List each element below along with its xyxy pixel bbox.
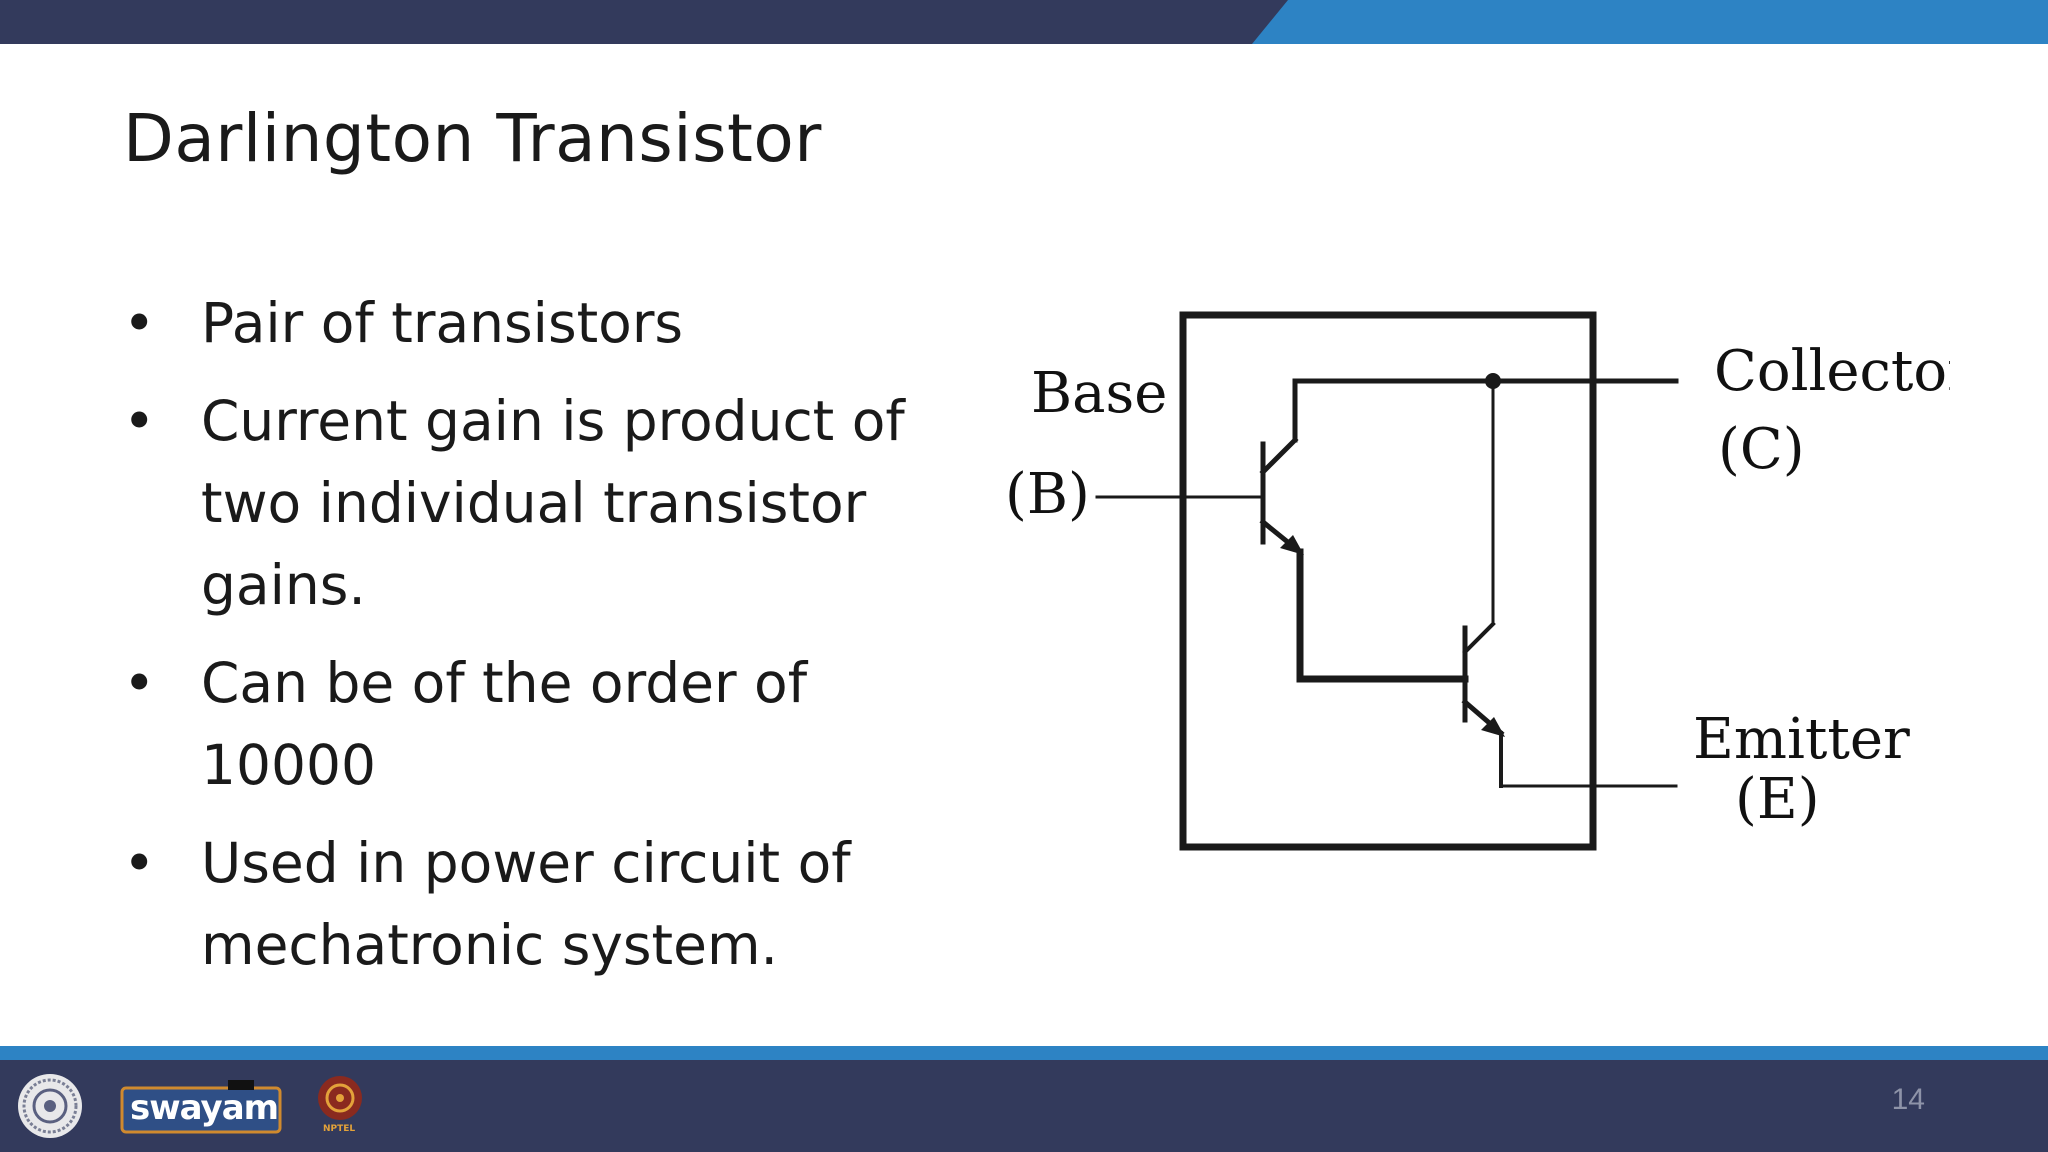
t1-collector-arm (1259, 436, 1299, 476)
t2-collector-arm (1462, 621, 1496, 655)
bullet-item: Can be of the order of 10000 (123, 642, 963, 806)
footer-accent-strip (0, 1046, 2048, 1060)
base-label: Base (1031, 361, 1167, 426)
collector-junction-dot (1485, 373, 1501, 389)
bullet-item: Current gain is product of two individua… (123, 380, 963, 626)
collector-label: Collector (1714, 339, 1950, 404)
swayam-logo: swayam (120, 1080, 282, 1136)
darlington-circuit-diagram: Base (B) Collector (C) Emitter (E) (1005, 311, 1950, 851)
package-box (1179, 311, 1597, 851)
collector-symbol: (C) (1718, 417, 1805, 482)
base-symbol: (B) (1005, 462, 1090, 527)
nptel-logo-text: NPTEL (323, 1124, 356, 1134)
swayam-logo-text: swayam (130, 1088, 279, 1128)
t2-emitter-arrow (1481, 717, 1505, 737)
page-number: 14 (1891, 1083, 1925, 1116)
emitter-label: Emitter (1693, 707, 1910, 772)
top-header-bar (0, 0, 2048, 44)
bullet-list: Pair of transistors Current gain is prod… (123, 282, 963, 1002)
iit-roorkee-seal-icon (18, 1074, 82, 1138)
emitter-symbol: (E) (1735, 767, 1820, 832)
t1-emitter-arrow (1280, 535, 1304, 555)
bullet-item: Pair of transistors (123, 282, 963, 364)
nptel-logo: NPTEL (310, 1074, 370, 1140)
bullet-item: Used in power circuit of mechatronic sys… (123, 822, 963, 986)
footer-bar (0, 1060, 2048, 1152)
slide-title: Darlington Transistor (123, 100, 822, 177)
